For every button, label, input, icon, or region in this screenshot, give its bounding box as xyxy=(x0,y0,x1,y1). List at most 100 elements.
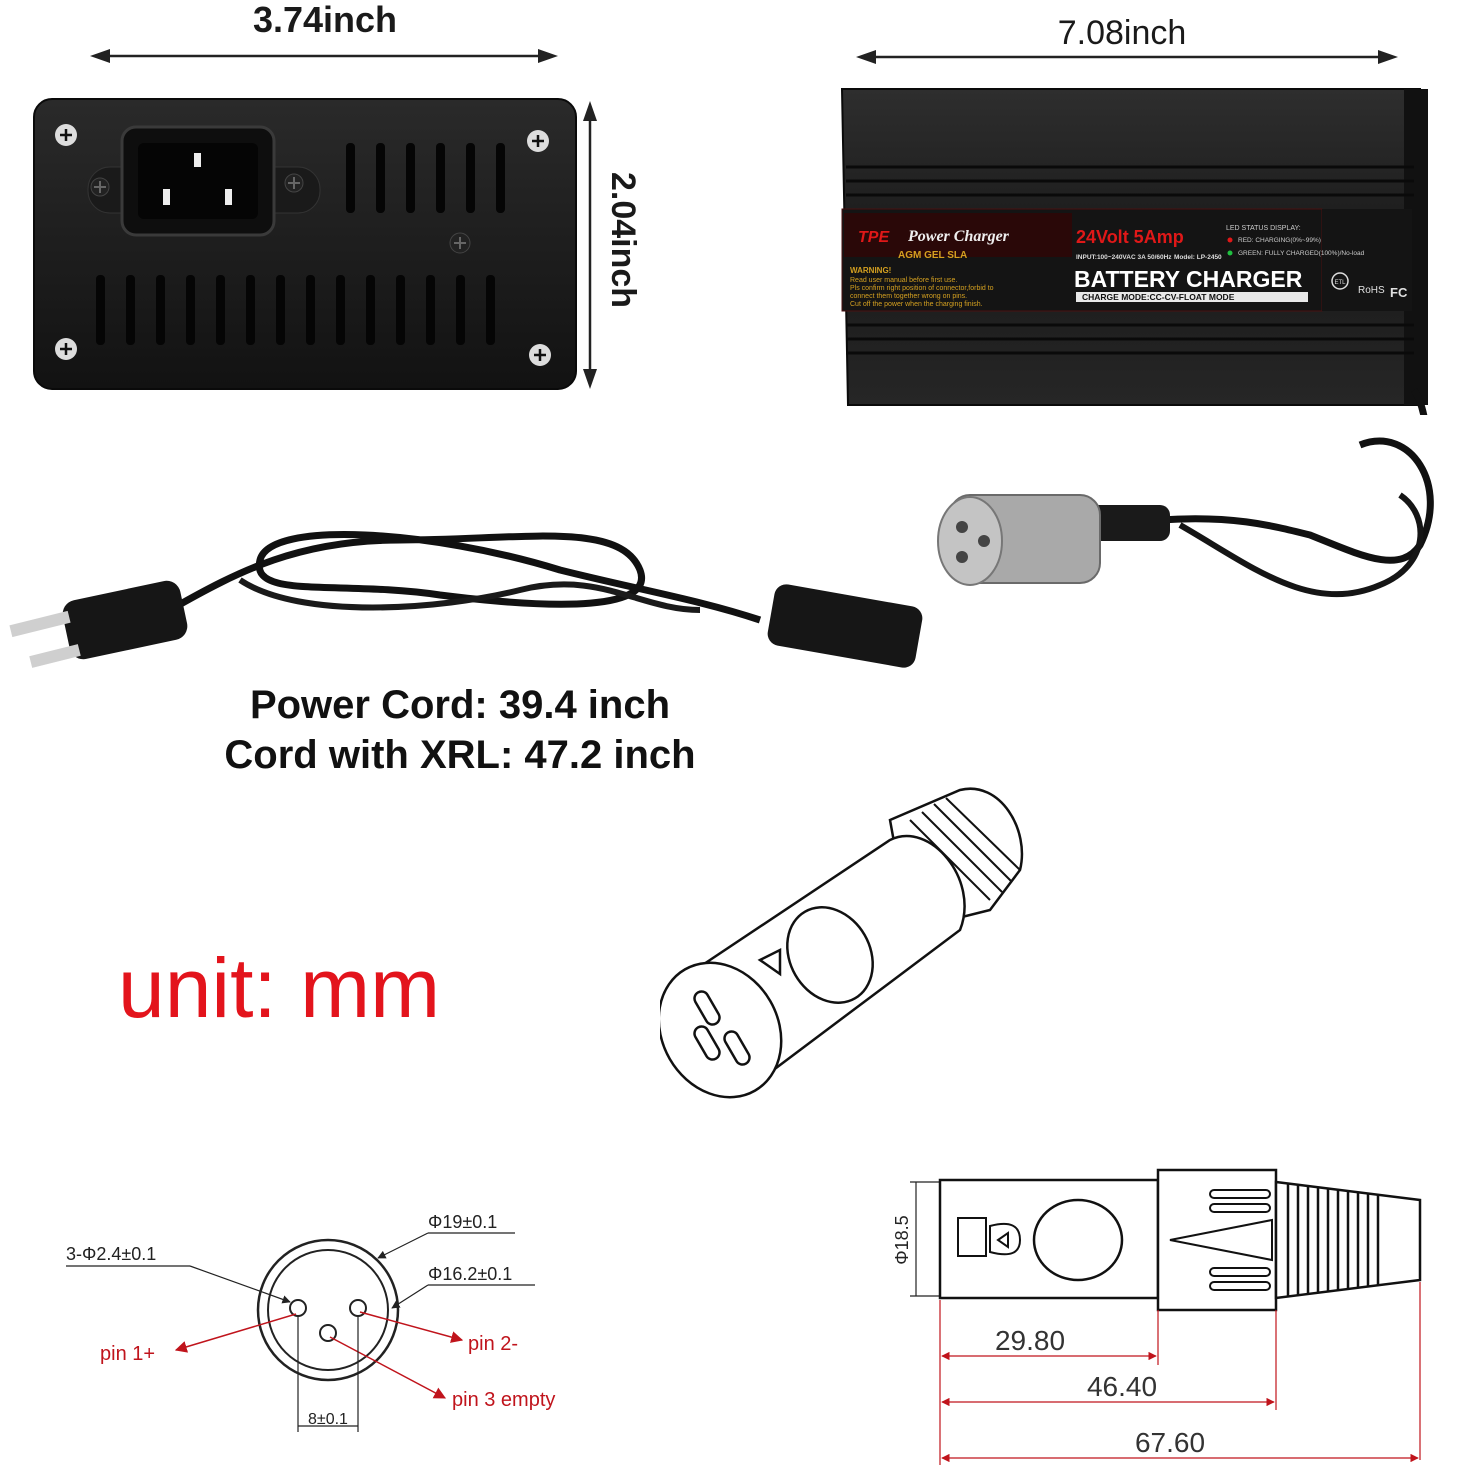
unit-label: unit: mm xyxy=(118,941,441,1035)
side-window xyxy=(1032,1198,1124,1282)
model-line: Model: LP-2450 xyxy=(1174,254,1222,261)
height-arrow-bottom-head xyxy=(583,369,597,389)
warning-line-2: Pls confirm right position of connector,… xyxy=(850,285,994,292)
led-title: LED STATUS DISPLAY: xyxy=(1226,225,1301,232)
side-grip-groove xyxy=(1169,1218,1273,1262)
inner-diameter: Φ16.2±0.1 xyxy=(428,1264,512,1284)
warning-line-3: connect them together wrong on pins. xyxy=(850,293,967,300)
xlr-drawing-face xyxy=(660,961,783,1099)
width-arrow-right-head xyxy=(538,49,558,63)
side-boot-ribs xyxy=(1286,1184,1380,1296)
xlr-pin xyxy=(956,521,968,533)
screw-icon xyxy=(449,232,471,254)
side-grip-slots xyxy=(1209,1189,1271,1291)
label-sticker-right xyxy=(1322,209,1412,311)
etl-mark-icon: ETL xyxy=(1331,272,1349,290)
vent-slots-upper xyxy=(346,143,505,213)
c13-connector xyxy=(767,584,923,668)
length-arrow-right-head xyxy=(1378,50,1398,64)
xlr-cord-length: Cord with XRL: 47.2 inch xyxy=(224,733,696,777)
pin-2-arrow xyxy=(359,1311,464,1343)
length-dimension: 7.08inch xyxy=(856,14,1398,64)
pin-diameter-arrow xyxy=(189,1265,291,1304)
chemistry-label: AGM GEL SLA xyxy=(898,250,967,261)
pin-3-label: pin 3 empty xyxy=(452,1389,555,1411)
charge-mode-box xyxy=(1076,292,1308,302)
length-label: 7.08inch xyxy=(1058,14,1187,52)
nema-plug-prong-2 xyxy=(29,644,81,668)
width-label: 3.74inch xyxy=(253,0,397,40)
warning-line-1: Read user manual before first use. xyxy=(850,277,957,284)
back-panel xyxy=(33,98,577,390)
svg-text:ETL: ETL xyxy=(1334,280,1346,286)
warning-line-4: Cut off the power when the charging fini… xyxy=(850,301,983,308)
pin-1-hole xyxy=(289,1299,307,1317)
width-arrow-left-head xyxy=(90,49,110,63)
label-title: BATTERY CHARGER xyxy=(1074,266,1303,292)
side-diameter: Φ18.5 xyxy=(892,1215,912,1264)
cord-cable xyxy=(168,531,762,624)
ac-pin-left xyxy=(163,189,170,205)
pin-spacing: 8±0.1 xyxy=(308,1411,348,1428)
xlr-cable-loop xyxy=(1178,492,1424,598)
xlr-line-drawing xyxy=(660,787,1024,1099)
outer-diameter: Φ19±0.1 xyxy=(428,1212,497,1232)
xlr-cable xyxy=(1159,437,1434,564)
led-red-dot xyxy=(1227,237,1233,243)
led-green-dot xyxy=(1227,250,1233,256)
nema-plug-prong-1 xyxy=(9,610,71,638)
pin-2-label: pin 2- xyxy=(468,1333,518,1355)
rohs-mark: RoHS xyxy=(1358,285,1385,296)
power-cord xyxy=(9,531,923,668)
rating-label: 24Volt 5Amp xyxy=(1076,227,1184,247)
xlr-pin xyxy=(978,535,990,547)
screw-icon xyxy=(284,173,304,193)
ac-pin-right xyxy=(225,189,232,205)
led-red-text: RED: CHARGING(0%~99%) xyxy=(1238,237,1321,244)
pin-1-label: pin 1+ xyxy=(100,1343,155,1365)
length-29-80: 29.80 xyxy=(995,1325,1065,1356)
xlr-pin xyxy=(956,551,968,563)
length-46-40: 46.40 xyxy=(1087,1371,1157,1402)
outer-circle xyxy=(256,1238,400,1382)
pin-diameter: 3-Φ2.4±0.1 xyxy=(66,1244,156,1264)
ac-pin-top xyxy=(194,153,201,167)
pin-3-hole xyxy=(319,1324,337,1342)
xlr-strain-relief xyxy=(1080,505,1170,541)
length-67-60: 67.60 xyxy=(1135,1427,1205,1458)
screw-icon xyxy=(529,344,551,366)
vent-slots-lower xyxy=(96,275,495,345)
inner-circle xyxy=(267,1249,389,1371)
triangle-latch-icon xyxy=(757,947,782,977)
warning-title: WARNING! xyxy=(850,266,891,275)
label-red-band xyxy=(844,213,1072,257)
charger-back-view xyxy=(33,98,577,390)
charge-mode-text: CHARGE MODE:CC-CV-FLOAT MODE xyxy=(1082,292,1235,302)
power-cord-length: Power Cord: 39.4 inch xyxy=(249,683,671,727)
cord-cable-2 xyxy=(238,577,701,613)
height-arrow-top-head xyxy=(583,101,597,121)
pin-diagram: Φ19±0.1 Φ16.2±0.1 3-Φ2.4±0.1 pin 1+ pin … xyxy=(66,1212,555,1432)
width-dimension: 3.74inch xyxy=(90,0,558,63)
led-green-text: GREEN: FULLY CHARGED(100%)/No-load xyxy=(1238,250,1365,257)
fc-mark: FC xyxy=(1390,285,1408,300)
case-fins-top xyxy=(846,165,1414,197)
brand-mark: TPE xyxy=(858,229,890,246)
screw-icon xyxy=(527,130,549,152)
xlr-drawing-pins xyxy=(693,990,751,1066)
side-latch-triangle-icon xyxy=(989,1222,1022,1256)
xlr-plug-photo xyxy=(937,437,1434,598)
screw-icon xyxy=(90,177,110,197)
xlr-drawing-ribs xyxy=(909,797,1021,901)
xlr-face xyxy=(937,496,1003,586)
pin-3-arrow xyxy=(329,1336,447,1399)
xlr-drawing-window xyxy=(786,906,874,1004)
nema-plug-body xyxy=(62,580,188,660)
length-arrow-left-head xyxy=(856,50,876,64)
screw-icon xyxy=(55,338,77,360)
input-line: INPUT:100~240VAC 3A 50/60Hz xyxy=(1076,254,1172,261)
outer-diameter-arrow xyxy=(377,1232,429,1259)
side-latch-box xyxy=(957,1217,987,1257)
side-dimension-drawing: Φ18.5 29.80 46.40 67.60 xyxy=(892,1168,1422,1465)
screw-icon xyxy=(55,124,77,146)
